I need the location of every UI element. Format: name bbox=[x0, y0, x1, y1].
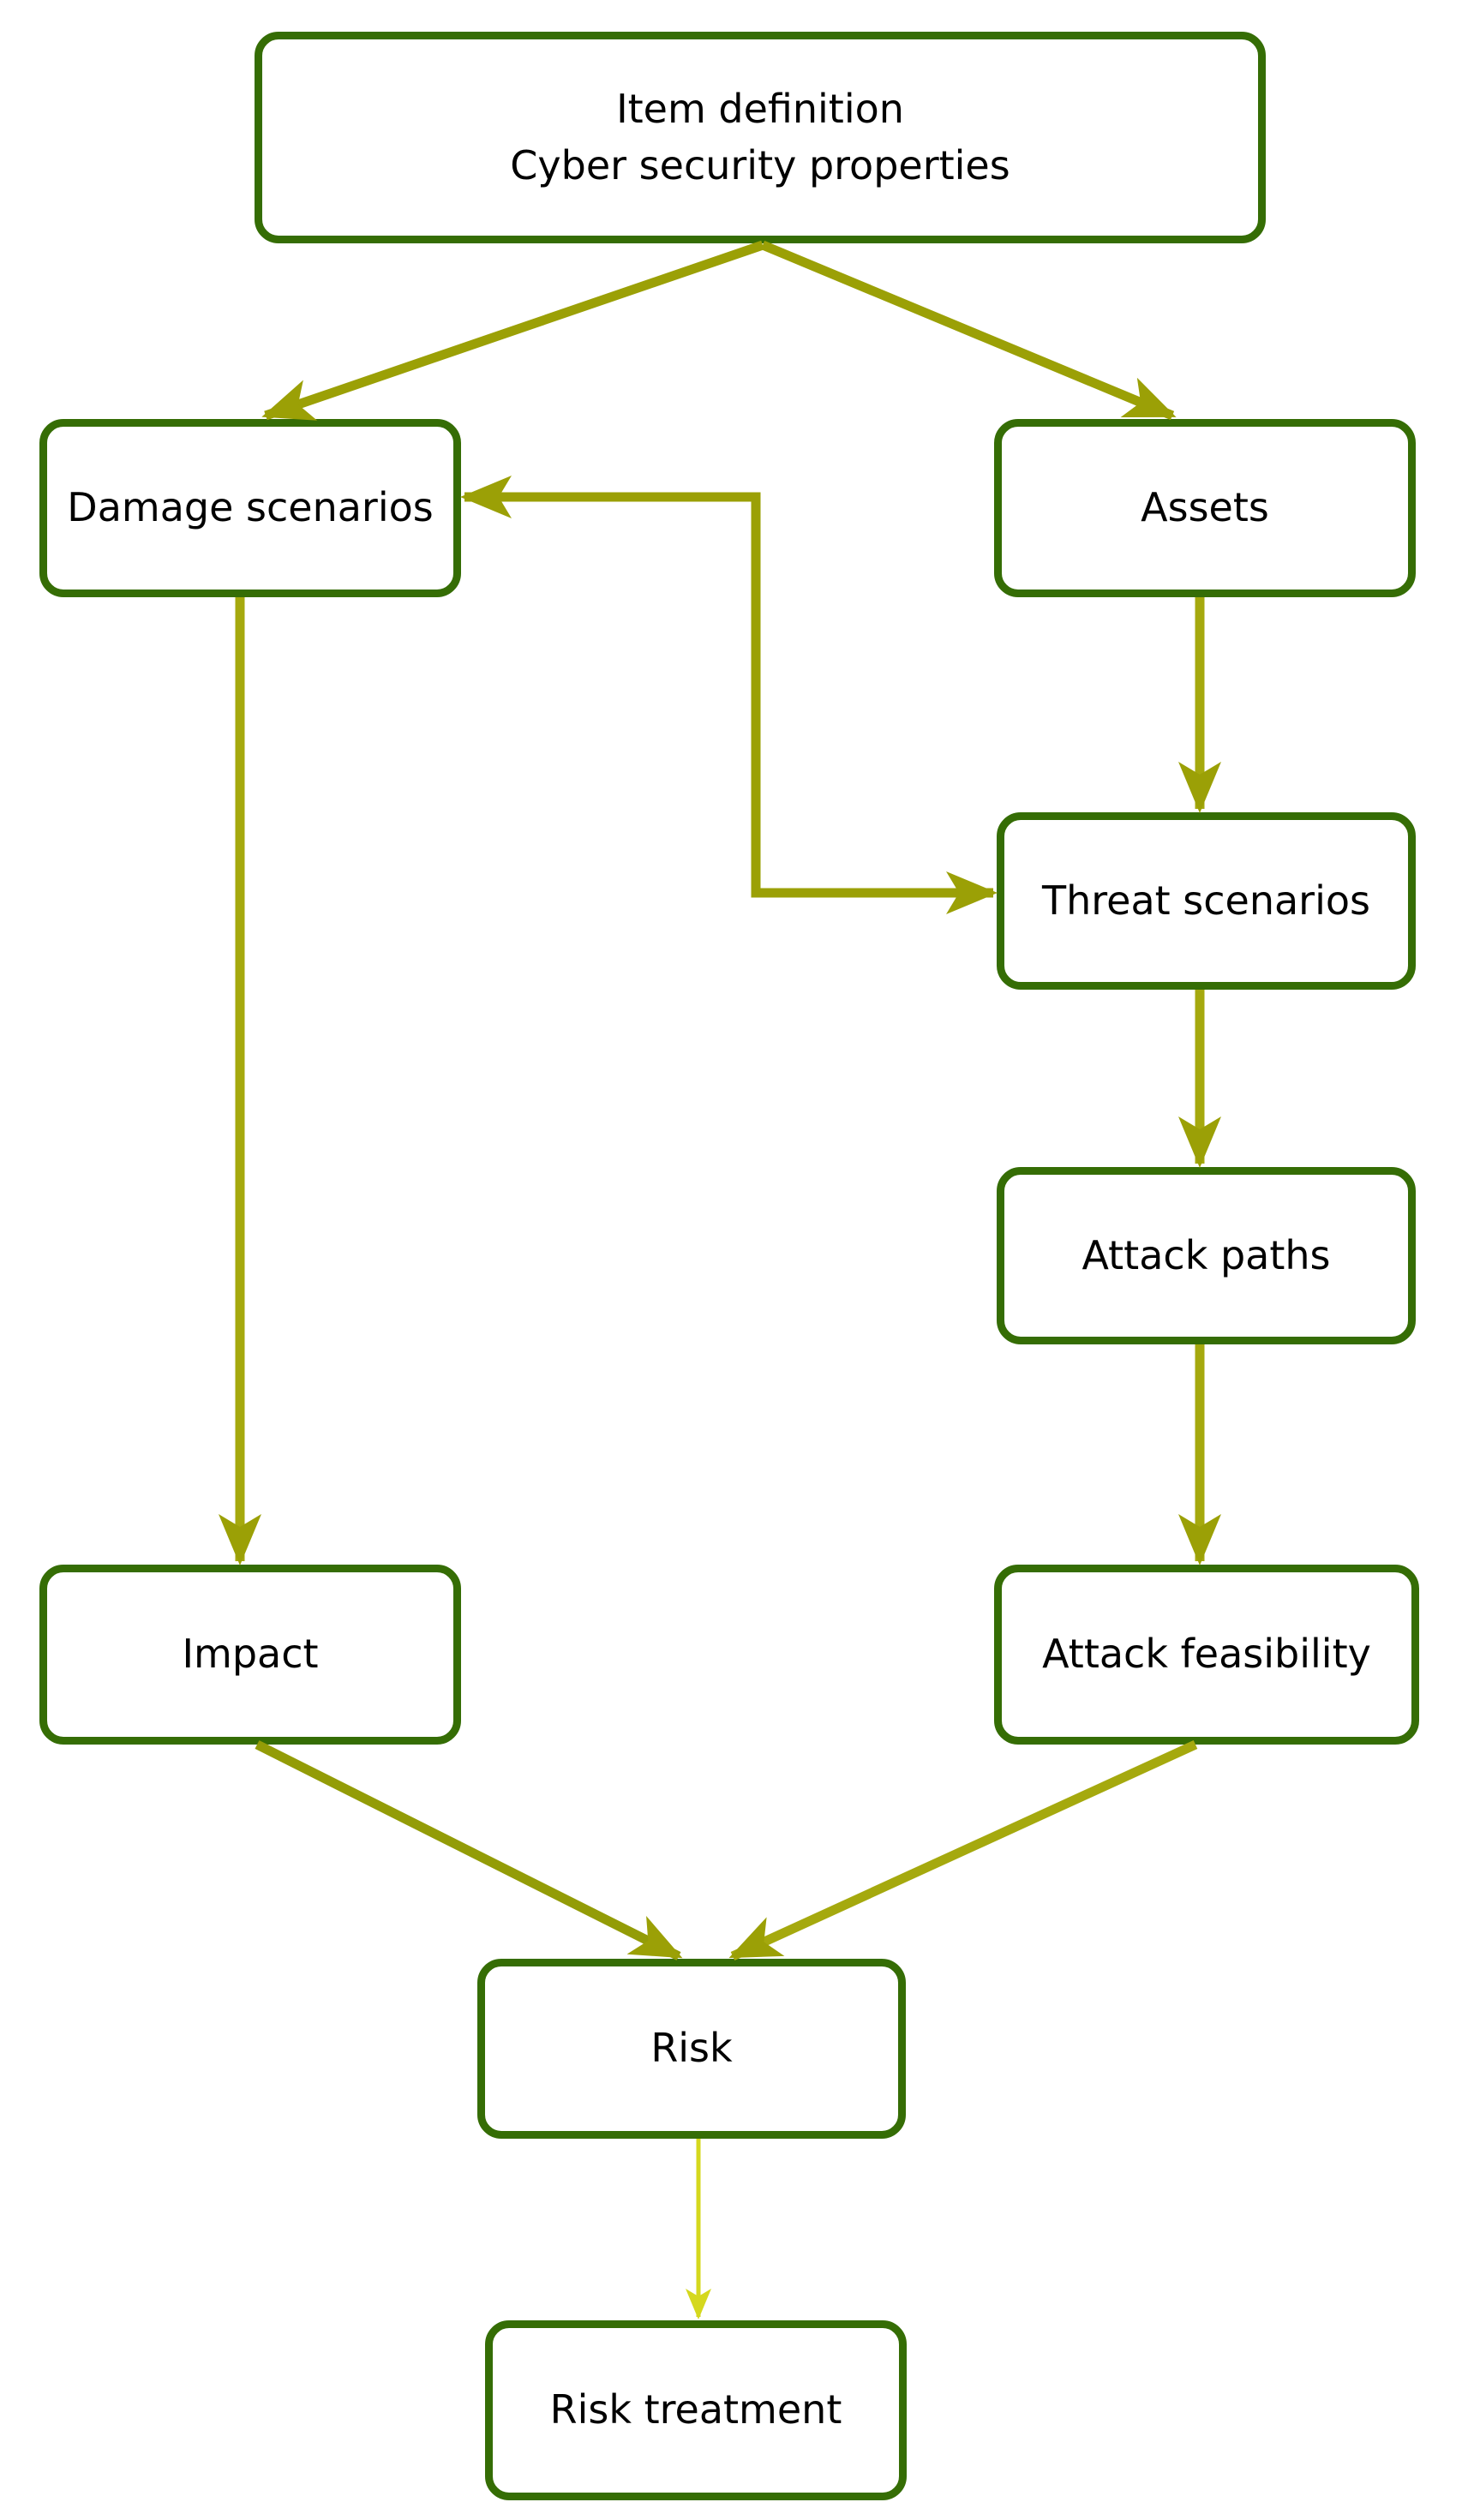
edge-attack-feasibility-to-risk bbox=[728, 1739, 1198, 1961]
node-assets-label: Assets bbox=[1141, 484, 1269, 531]
edge-threat-scenarios-damage-scenarios-elbow bbox=[460, 476, 998, 914]
node-risk-label: Risk bbox=[650, 2025, 733, 2072]
node-item-definition: Item definition Cyber security propertie… bbox=[255, 32, 1266, 243]
node-risk-treatment: Risk treatment bbox=[485, 2320, 907, 2500]
node-attack-paths: Attack paths bbox=[997, 1167, 1416, 1344]
edge-item-definition-to-damage-scenarios bbox=[261, 240, 764, 421]
node-attack-feasibility: Attack feasibility bbox=[994, 1565, 1419, 1745]
node-threat-scenarios: Threat scenarios bbox=[997, 812, 1416, 990]
node-assets: Assets bbox=[994, 419, 1416, 597]
edge-item-definition-to-assets bbox=[760, 240, 1177, 421]
node-damage-scenarios: Damage scenarios bbox=[39, 419, 461, 597]
node-risk: Risk bbox=[477, 1959, 906, 2139]
node-item-definition-line2: Cyber security properties bbox=[510, 141, 1010, 189]
node-item-definition-line1: Item definition bbox=[616, 86, 904, 133]
node-damage-scenarios-label: Damage scenarios bbox=[67, 484, 434, 531]
node-threat-scenarios-label: Threat scenarios bbox=[1041, 877, 1370, 924]
node-attack-paths-label: Attack paths bbox=[1082, 1231, 1331, 1278]
node-impact-label: Impact bbox=[182, 1631, 319, 1678]
edge-impact-to-risk bbox=[255, 1740, 683, 1960]
node-impact: Impact bbox=[39, 1565, 461, 1745]
node-attack-feasibility-label: Attack feasibility bbox=[1042, 1631, 1371, 1678]
node-risk-treatment-label: Risk treatment bbox=[549, 2386, 842, 2433]
